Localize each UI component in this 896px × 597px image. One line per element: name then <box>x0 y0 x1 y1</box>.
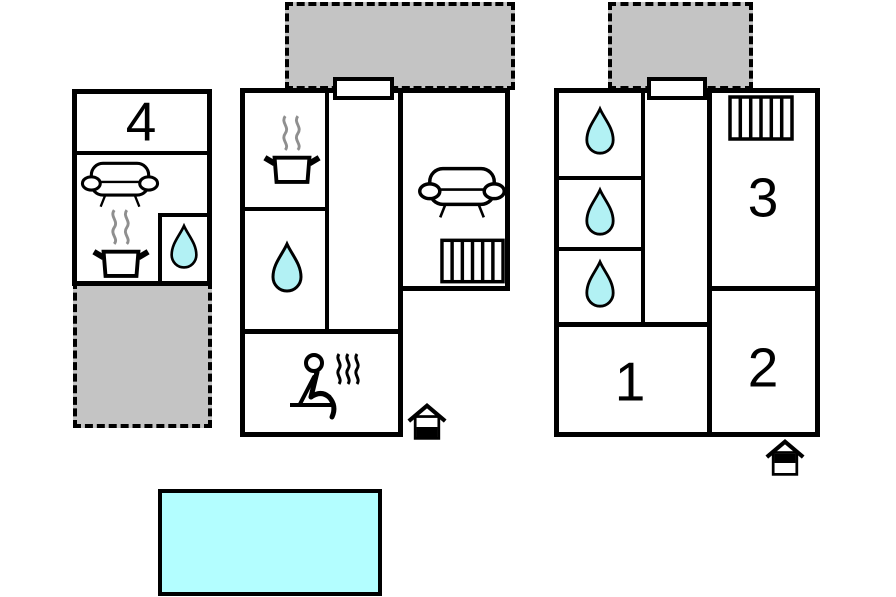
water-drop-icon <box>584 105 616 160</box>
room-1-label: 1 <box>614 350 646 413</box>
sofa-icon <box>417 166 507 220</box>
water-drop-icon <box>169 223 199 273</box>
sauna-icon <box>287 350 363 424</box>
stove-icon <box>262 112 322 186</box>
sofa-icon <box>79 161 161 209</box>
door-opening <box>647 77 707 100</box>
room-4-label: 4 <box>125 90 157 153</box>
room-3-label: 3 <box>747 166 779 229</box>
terrace-left <box>73 281 212 428</box>
interior-wall <box>559 322 707 327</box>
interior-wall <box>77 151 207 155</box>
building-middle-left-wing <box>240 88 403 437</box>
entrance-icon <box>764 438 806 478</box>
interior-wall <box>559 247 641 251</box>
water-drop-icon <box>584 186 616 241</box>
stairs-icon <box>440 237 505 285</box>
interior-wall <box>245 329 400 334</box>
interior-wall <box>325 93 329 332</box>
interior-wall <box>559 176 641 180</box>
water-drop-icon <box>584 258 616 313</box>
door-opening <box>333 77 394 100</box>
swimming-pool <box>158 489 382 596</box>
interior-wall <box>707 93 712 432</box>
room-2-label: 2 <box>747 336 779 399</box>
interior-wall <box>245 207 325 211</box>
entrance-icon <box>406 402 448 442</box>
interior-wall <box>158 213 162 281</box>
terrace-middle <box>285 2 515 90</box>
terrace-right <box>608 2 753 90</box>
water-drop-icon <box>270 242 304 296</box>
stove-icon <box>91 207 151 279</box>
interior-wall <box>707 286 815 291</box>
interior-wall <box>641 93 645 325</box>
stairs-icon <box>727 95 795 141</box>
interior-wall <box>158 213 207 217</box>
